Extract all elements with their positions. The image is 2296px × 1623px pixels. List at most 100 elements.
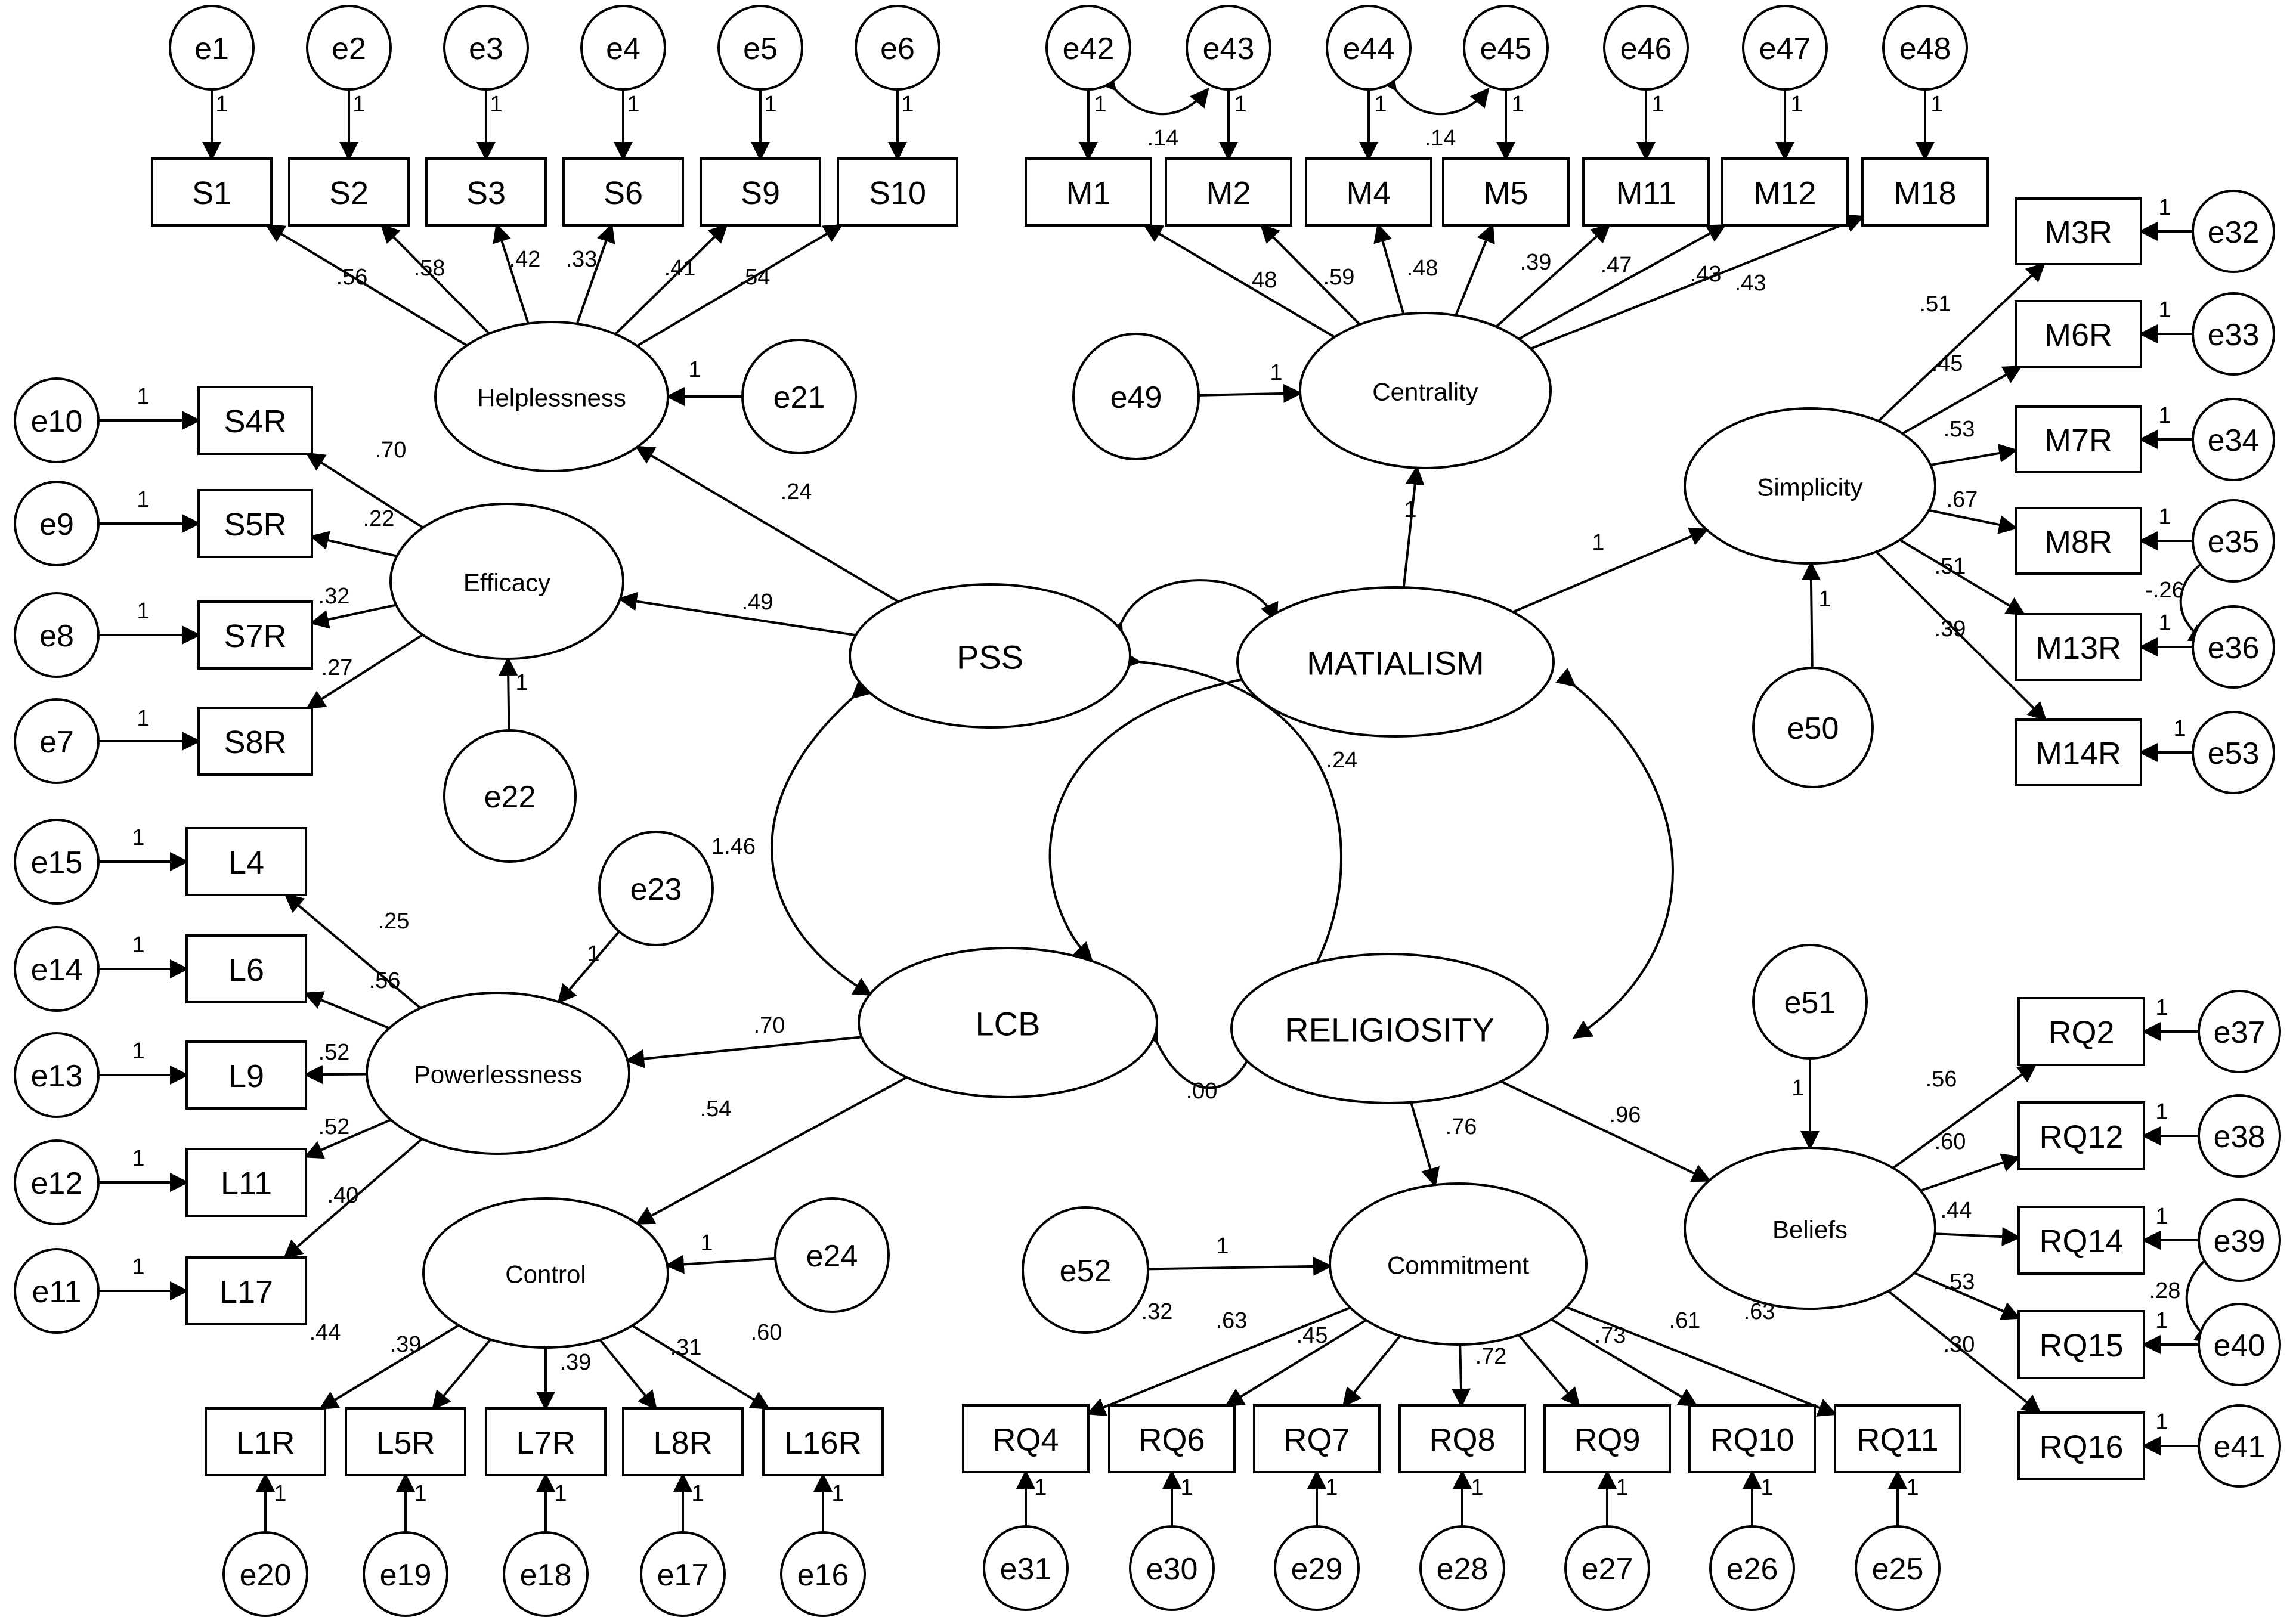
coef-one: 1: [137, 599, 149, 624]
indicator-s2: S2: [288, 157, 410, 227]
error-circle: [1186, 5, 1271, 91]
indicator-rq9: RQ9: [1543, 1404, 1671, 1473]
coef-one: 1: [901, 92, 914, 117]
coef-one: 1: [2173, 716, 2186, 741]
coef-one: 1: [414, 1481, 426, 1506]
indicator-rq6: RQ6: [1108, 1404, 1236, 1473]
indicator-label: RQ9: [1574, 1422, 1640, 1458]
indicator-label: L6: [228, 952, 264, 988]
error-label: e34: [2208, 423, 2260, 458]
indicator-box: [1305, 157, 1432, 227]
error-label: e44: [1343, 32, 1395, 66]
error-e6: e6: [855, 5, 940, 91]
coef-one: 1: [1234, 92, 1246, 117]
error-e4: e4: [580, 5, 666, 91]
error-circle: [1274, 1525, 1360, 1611]
error-e24: e24: [774, 1197, 890, 1313]
indicator-label: RQ12: [2039, 1119, 2123, 1155]
coef-one: 1: [627, 92, 639, 117]
path-beliefs-to-rq12: [1920, 1153, 2021, 1192]
indicator-label: RQ8: [1429, 1422, 1495, 1458]
indicator-m4: M4: [1305, 157, 1432, 227]
path-control-to-l16r: [632, 1324, 771, 1410]
coef-be_rq14: .44: [1941, 1198, 1972, 1223]
indicator-l17: L17: [185, 1256, 307, 1325]
error-e33: e33: [2192, 292, 2275, 376]
error-e38: e38: [2198, 1094, 2281, 1178]
error-circle: [2192, 190, 2275, 273]
latent-ellipse: [422, 1197, 669, 1349]
latent-lcb: LCB: [858, 947, 1158, 1098]
error-circle: [774, 1197, 890, 1313]
indicator-box: [205, 1407, 326, 1476]
indicator-box: [762, 1407, 884, 1476]
arc-e44-e45: [1378, 70, 1490, 116]
latent-ellipse: [858, 947, 1158, 1098]
latent-ellipse: [1329, 1182, 1588, 1346]
error-e40: e40: [2198, 1303, 2281, 1386]
error-label: e4: [606, 32, 640, 66]
indicator-box: [1253, 1404, 1381, 1473]
coef-pw_l17b: .44: [310, 1320, 341, 1345]
latent-label: Helplessness: [477, 384, 626, 412]
indicator-box: [185, 1040, 307, 1110]
indicator-box: [2017, 997, 2145, 1066]
indicator-box: [197, 600, 313, 670]
coef-one: 1: [1791, 1076, 1804, 1101]
error-label: e42: [1063, 32, 1115, 66]
indicator-box: [2017, 1101, 2145, 1170]
coef-one: 1: [215, 92, 228, 117]
latent-label: MATIALISM: [1307, 645, 1484, 682]
error-circle: [1022, 1206, 1149, 1334]
coef-ef_s5r: .22: [363, 506, 395, 531]
indicator-rq4: RQ4: [962, 1404, 1090, 1473]
indicator-m6r: M6R: [2015, 300, 2142, 368]
error-label: e43: [1203, 32, 1255, 66]
error-e32: e32: [2192, 190, 2275, 273]
path-simplicity-to-m7r: [1930, 444, 2018, 466]
coef-co_rq7: .45: [1296, 1323, 1328, 1348]
latent-label: RELIGIOSITY: [1285, 1011, 1494, 1049]
error-label: e19: [380, 1558, 432, 1593]
indicator-rq2: RQ2: [2017, 997, 2145, 1066]
indicator-box: [2015, 197, 2142, 265]
coef-pss_efficacy: .49: [742, 590, 773, 615]
indicator-label: M8R: [2044, 524, 2112, 560]
coef-one: 1: [587, 941, 599, 967]
indicator-box: [185, 827, 307, 896]
error-label: e14: [31, 953, 83, 987]
indicator-rq16: RQ16: [2017, 1411, 2145, 1480]
indicator-l16r: L16R: [762, 1407, 884, 1476]
indicator-label: S2: [329, 175, 369, 211]
error-e43: e43: [1186, 5, 1271, 91]
indicator-rq8: RQ8: [1398, 1404, 1526, 1473]
error-e36: e36: [2192, 605, 2275, 689]
coef-pw_l4: .25: [378, 909, 410, 934]
path-materialism-to-centrality: [1402, 465, 1425, 588]
coef-one: 1: [2155, 995, 2168, 1020]
indicator-label: RQ6: [1138, 1422, 1205, 1458]
error-circle: [14, 698, 100, 784]
path-centrality-to-m12: [1518, 224, 1727, 340]
coef-lcb_control: .54: [700, 1097, 732, 1122]
error-circle: [503, 1531, 589, 1617]
indicator-box: [151, 157, 273, 227]
error-circle: [1045, 5, 1131, 91]
indicator-box: [185, 1148, 307, 1217]
coef-be_rq16: .30: [1944, 1332, 1975, 1357]
error-circle: [580, 5, 666, 91]
error-label: e50: [1787, 711, 1839, 746]
error-circle: [14, 1248, 100, 1334]
coef-one: 1: [1270, 360, 1282, 385]
error-e50: e50: [1752, 667, 1874, 788]
path-commitment-to-rq7: [1342, 1335, 1401, 1408]
arc-lcb-religiosity: [1141, 1023, 1260, 1089]
coef-co_rq8: .72: [1475, 1344, 1507, 1369]
latent-powerlessness: Powerlessness: [366, 992, 630, 1155]
indicator-box: [1543, 1404, 1671, 1473]
coef-cen_m18: .43: [1735, 271, 1766, 296]
path-helplessness-to-s3: [493, 223, 530, 324]
error-circle: [443, 5, 529, 91]
path-simplicity-to-m13r: [1899, 538, 2026, 616]
indicator-s5r: S5R: [197, 489, 313, 558]
